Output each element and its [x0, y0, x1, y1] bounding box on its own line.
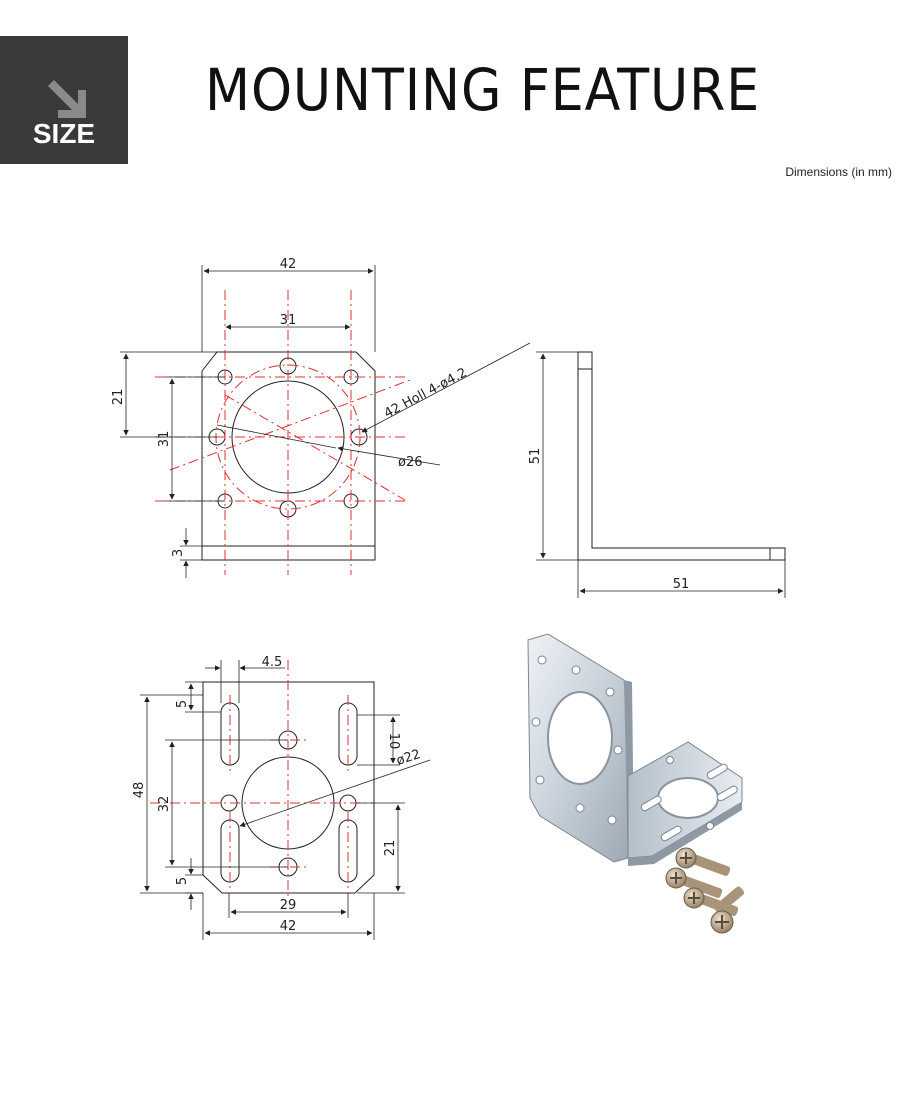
front-width-label: 42: [280, 257, 297, 272]
base-centerlines: [150, 660, 375, 900]
front-thickness-label: 3: [171, 549, 186, 557]
side-view: [577, 351, 786, 561]
front-hole-callout: 42 Holl 4-ø4.2: [382, 365, 470, 421]
base-hole-spacing-label: 29: [280, 898, 297, 913]
base-slot-offset-bottom-label: 5: [175, 877, 190, 885]
base-slot-width-label: 4.5: [262, 655, 283, 670]
base-center-to-edge-label: 21: [383, 840, 398, 857]
base-hole-span-label: 32: [157, 796, 172, 813]
units-note: Dimensions (in mm): [785, 165, 892, 179]
screw-icon: [675, 847, 731, 876]
front-vertical-spacing-label: 31: [157, 431, 172, 448]
front-dimensions: [120, 265, 531, 578]
base-slot-length-label: 10: [386, 733, 401, 750]
side-bracket-outline: [577, 351, 786, 561]
base-slot-offset-top-label: 5: [175, 700, 190, 708]
side-length-label: 51: [673, 577, 690, 592]
size-badge: SIZE: [0, 36, 128, 164]
bracket-product-illustration: [527, 633, 745, 934]
down-right-arrow-icon: [48, 80, 86, 118]
base-width-label: 42: [280, 919, 297, 934]
front-centerlines: [155, 290, 411, 575]
side-dimensions: [536, 351, 786, 598]
screw-icon: [665, 867, 723, 898]
screw-icon: [710, 886, 745, 934]
front-bore-label: ø26: [398, 455, 423, 470]
base-dimensions: [140, 660, 431, 940]
base-bore-label: ø22: [395, 747, 423, 769]
badge-label: SIZE: [32, 118, 96, 149]
side-height-label: 51: [528, 448, 543, 465]
front-plate-outline: [201, 351, 376, 561]
front-hole-spacing-label: 31: [280, 313, 297, 328]
base-overall-length-label: 48: [132, 782, 147, 799]
page-title: MOUNTING FEATURE: [205, 56, 761, 124]
front-height-to-center-label: 21: [111, 389, 126, 406]
